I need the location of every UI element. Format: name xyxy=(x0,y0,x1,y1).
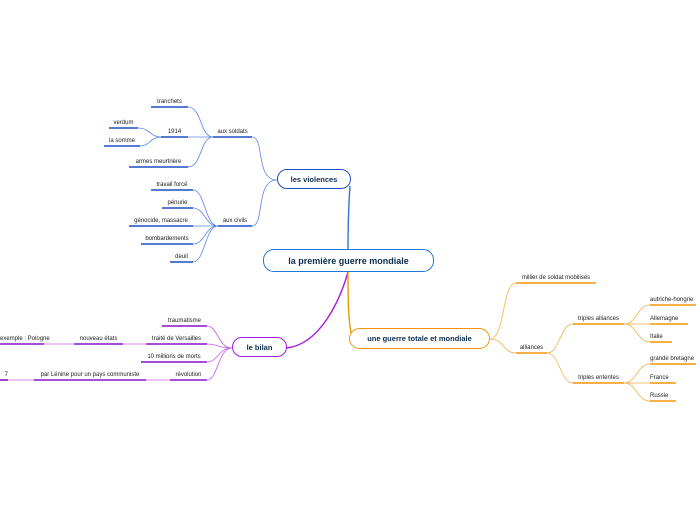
civils-node[interactable]: aux civils xyxy=(222,218,248,224)
autriche-node[interactable]: autriche-hongrie xyxy=(650,297,694,303)
alliances-node[interactable]: alliances xyxy=(519,345,544,351)
guerre-underlines xyxy=(516,282,696,402)
tranchets-node[interactable]: tranchets xyxy=(157,99,182,105)
morts-node[interactable]: 10 millions de morts xyxy=(147,354,201,360)
travail-node[interactable]: travail forcé xyxy=(156,182,188,188)
soldats-node[interactable]: aux soldats xyxy=(217,129,248,135)
italie-node[interactable]: Italie xyxy=(650,334,663,340)
connector-central-bilan xyxy=(285,271,349,349)
central-node-label: la première guerre mondiale xyxy=(288,255,409,266)
penurie-node[interactable]: pénurie xyxy=(167,200,188,206)
guerre-node-label: une guerre totale et mondiale xyxy=(367,334,472,343)
guerre-node[interactable]: une guerre totale et mondiale xyxy=(349,328,490,349)
traite-node[interactable]: traité de Versailles xyxy=(151,336,202,342)
year-1914-node[interactable]: 1914 xyxy=(167,129,182,135)
connector-central-guerre xyxy=(347,271,353,339)
nouveaux-etats-node[interactable]: nouveau états xyxy=(79,336,118,342)
violences-node-label: les violences xyxy=(290,174,338,184)
triples-ententes-node[interactable]: triples ententes xyxy=(578,375,619,381)
violences-node[interactable]: les violences xyxy=(277,169,351,189)
guerre-branch-lines xyxy=(489,282,651,402)
violences-branch-lines xyxy=(137,106,278,263)
bombardements-node[interactable]: bombardements xyxy=(145,236,189,242)
year-node[interactable]: 7 xyxy=(4,372,8,378)
russie-node[interactable]: Russie xyxy=(650,393,669,399)
violences-underlines xyxy=(104,106,252,263)
verdum-node[interactable]: verdum xyxy=(113,120,134,126)
bilan-node-label: le bilan xyxy=(246,342,273,352)
grande-bretagne-node[interactable]: grande bretagne xyxy=(650,356,695,362)
millier-node[interactable]: millier de soldat mobilisés xyxy=(521,275,591,281)
allemagne-node[interactable]: Allemagne xyxy=(650,316,679,322)
exemple-node[interactable]: exemple : Pologne xyxy=(0,336,50,342)
revolution-node[interactable]: révolution xyxy=(175,372,202,378)
bilan-branch-lines xyxy=(8,325,233,381)
genocide-node[interactable]: génocide, massacre xyxy=(134,218,188,224)
somme-node[interactable]: la somme xyxy=(108,138,135,144)
lenine-node[interactable]: par Lénine pour un pays communiste xyxy=(40,372,140,378)
central-node[interactable]: la première guerre mondiale xyxy=(263,249,434,272)
bilan-underlines xyxy=(0,325,207,381)
connector-central-violences xyxy=(347,185,351,251)
traumatisme-node[interactable]: traumatisme xyxy=(167,318,201,324)
triples-alliances-node[interactable]: triples alliances xyxy=(577,316,620,322)
bilan-node[interactable]: le bilan xyxy=(232,337,287,357)
armes-node[interactable]: armes meurtrière xyxy=(135,159,182,165)
deuil-node[interactable]: deuil xyxy=(175,254,188,260)
france-node[interactable]: France xyxy=(650,375,669,381)
